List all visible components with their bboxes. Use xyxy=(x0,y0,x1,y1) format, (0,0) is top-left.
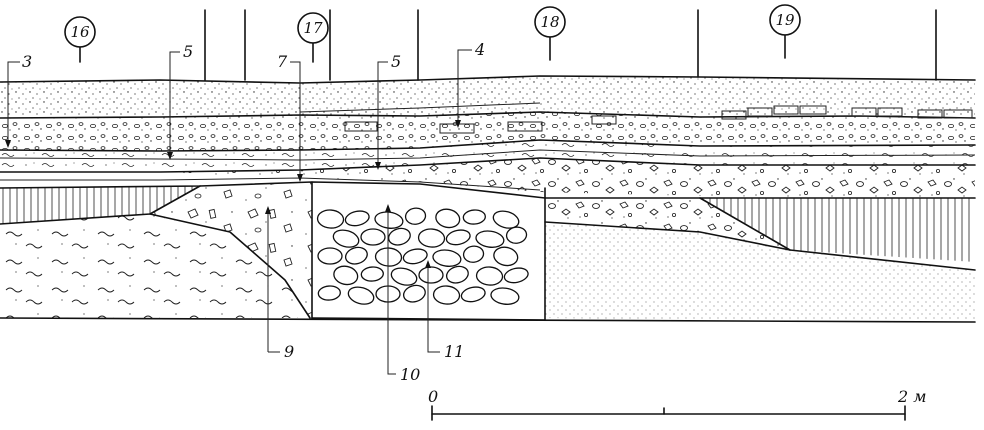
cobble-stone xyxy=(435,208,461,229)
label-layer-4: 4 xyxy=(474,40,485,59)
section-marker-17: 17 xyxy=(297,12,329,63)
scale-bar: 0 2 м xyxy=(428,387,927,421)
brick-fragments xyxy=(344,105,973,134)
layer-pit-fill-9 xyxy=(150,182,312,318)
section-division-lines xyxy=(204,9,937,81)
label-layer-5-right: 5 xyxy=(391,52,401,71)
section-marker-19-text: 19 xyxy=(775,11,795,29)
cobble-stone xyxy=(493,246,519,267)
cobble-stone xyxy=(445,229,471,246)
scale-bar-end: 2 м xyxy=(897,387,927,406)
cobble-stone xyxy=(490,287,520,305)
layer-labels: 3 5 7 5 4 9 10 11 xyxy=(22,40,485,384)
cobble-stone xyxy=(374,211,404,229)
cobble-stone xyxy=(432,249,462,267)
layer-gravel xyxy=(0,158,975,198)
cobble-stone xyxy=(316,209,345,229)
section-marker-18: 18 xyxy=(534,6,566,61)
cobble-stone xyxy=(417,228,446,248)
cobble-stone xyxy=(505,226,528,244)
label-leaders xyxy=(5,49,472,375)
cobble-stone xyxy=(475,230,505,248)
cobble-stone xyxy=(360,266,384,282)
layer-top-sand xyxy=(0,76,975,118)
cobble-stone xyxy=(347,286,375,305)
cobble-stone xyxy=(475,266,504,286)
cobble-stone xyxy=(332,229,360,248)
cobble-stone xyxy=(344,210,370,227)
label-layer-11: 11 xyxy=(444,342,464,361)
section-marker-18-text: 18 xyxy=(540,13,559,31)
section-marker-17-text: 17 xyxy=(303,19,323,37)
label-layer-3: 3 xyxy=(22,52,32,71)
cobble-stone xyxy=(418,266,444,284)
section-marker-16-text: 16 xyxy=(70,23,90,41)
layer-wavy xyxy=(0,140,975,172)
label-layer-9: 9 xyxy=(284,342,294,361)
cobble-stone xyxy=(360,228,386,246)
layer-hatched-right xyxy=(545,198,975,262)
cobble-stone xyxy=(402,248,428,265)
cobble-foundation xyxy=(316,207,529,305)
section-marker-16: 16 xyxy=(64,16,96,63)
label-layer-10: 10 xyxy=(400,365,420,384)
section-marker-19: 19 xyxy=(769,4,801,59)
cobble-stone xyxy=(402,284,426,303)
cobble-stone xyxy=(462,209,486,225)
cobble-stone xyxy=(503,267,529,284)
label-layer-7: 7 xyxy=(277,52,288,71)
cobble-stone xyxy=(317,285,341,301)
cobble-stone xyxy=(404,207,427,225)
layer-hatched-left xyxy=(0,186,200,224)
layer-lower-left xyxy=(0,214,310,318)
cobble-stone xyxy=(492,210,520,229)
layer-lower-right xyxy=(545,222,975,322)
cobble-stone xyxy=(387,227,411,246)
cobble-stone xyxy=(317,247,343,265)
cobble-stone xyxy=(344,246,368,265)
cobble-stone xyxy=(333,265,359,286)
cobble-stone xyxy=(462,245,485,263)
layer-pebble-band xyxy=(0,112,975,151)
layer-boundaries xyxy=(0,75,976,323)
scale-bar-start: 0 xyxy=(428,387,438,406)
cobble-stone xyxy=(445,265,469,284)
cobble-stone xyxy=(432,285,461,305)
cobble-stone xyxy=(374,247,403,267)
label-layer-5-left: 5 xyxy=(183,42,193,61)
cobble-stone xyxy=(390,267,418,286)
cobble-stone xyxy=(460,286,486,303)
